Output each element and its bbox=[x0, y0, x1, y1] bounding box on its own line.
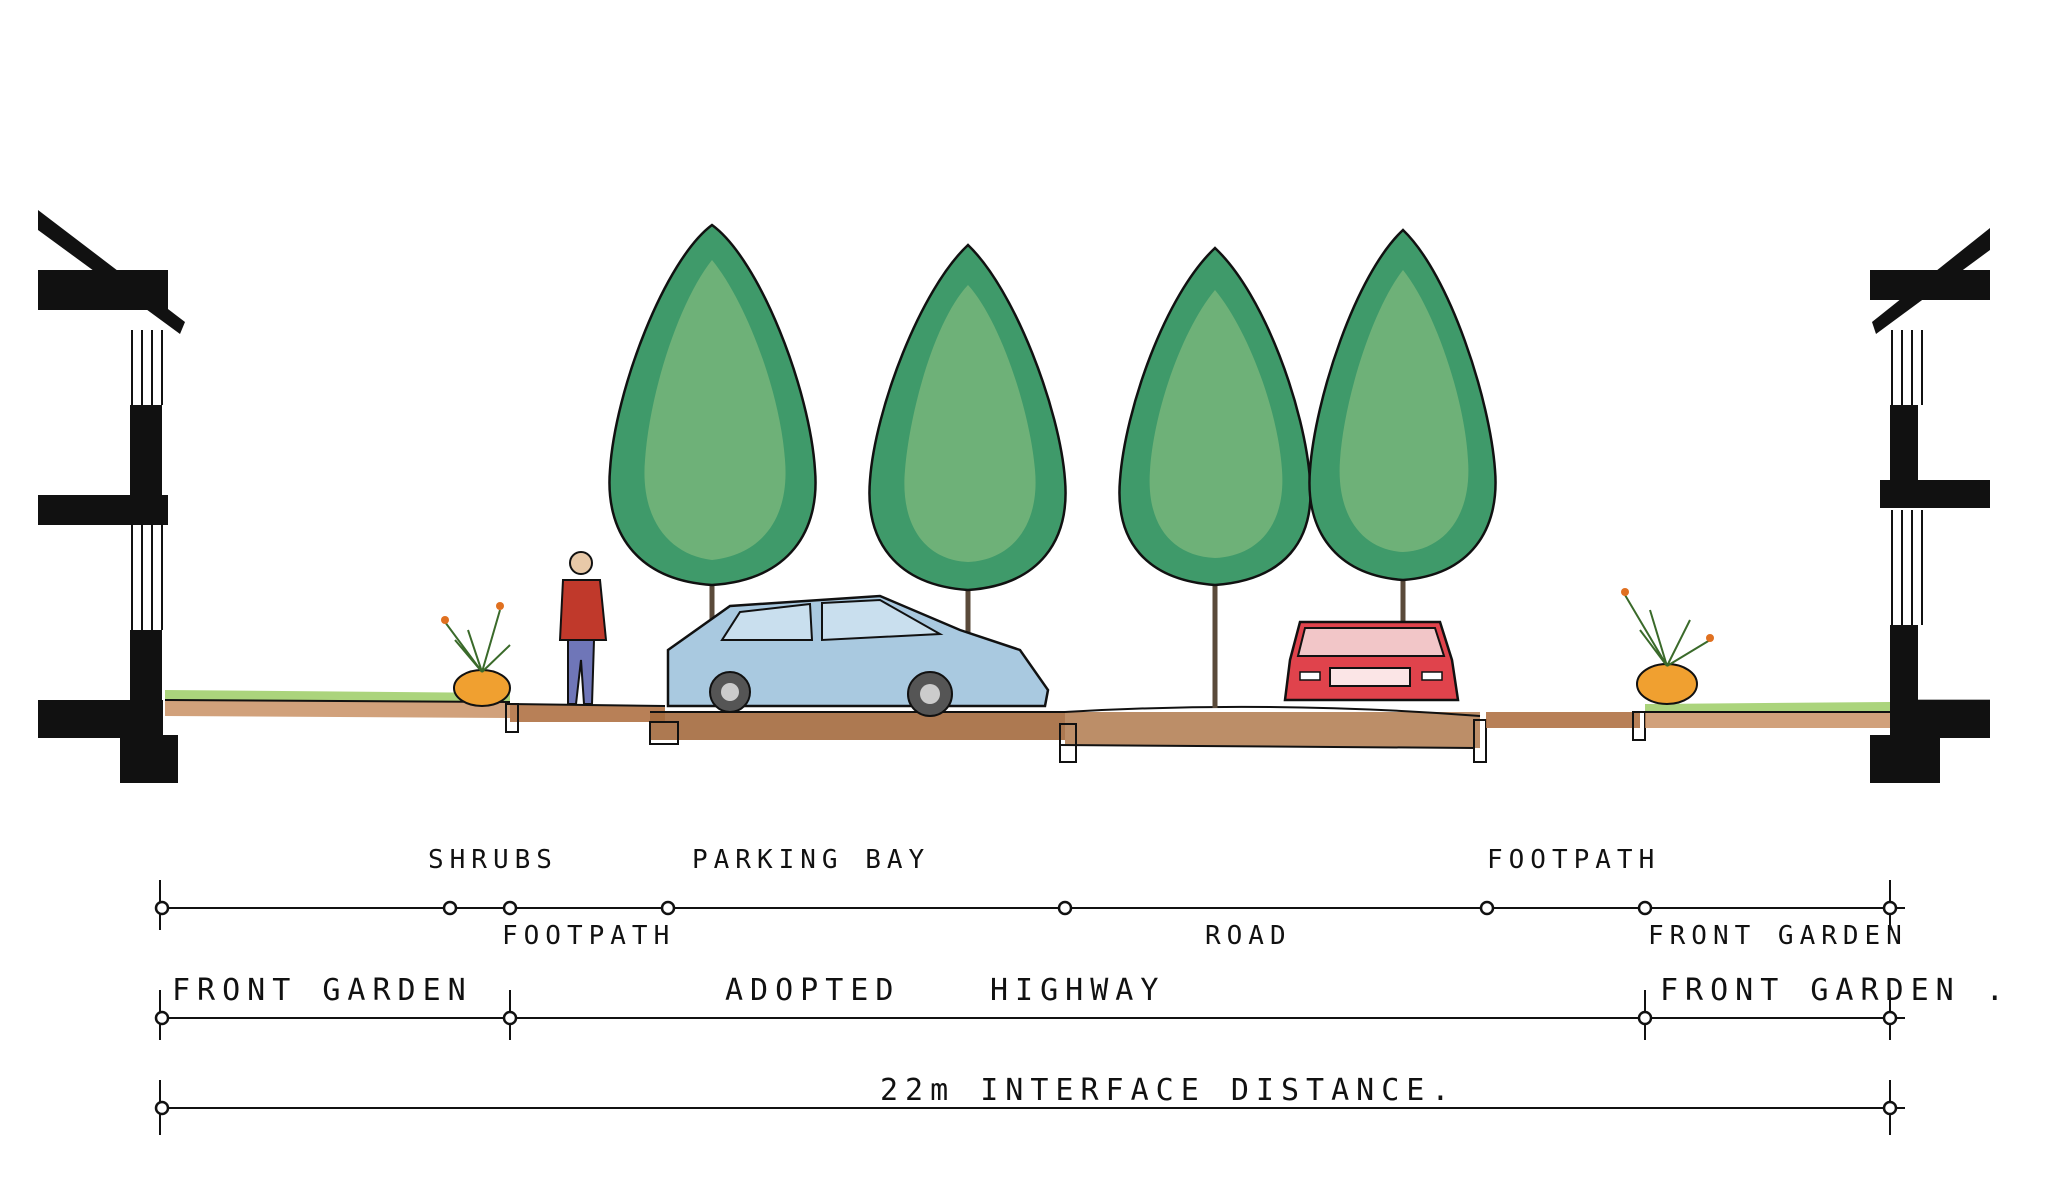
label-front-garden-left: FRONT GARDEN bbox=[172, 973, 473, 1008]
tree-icon bbox=[1118, 246, 1312, 708]
car-icon bbox=[1283, 620, 1460, 702]
shrub-icon bbox=[441, 602, 511, 707]
label-interface-distance: 22m INTERFACE DISTANCE. bbox=[880, 1073, 1456, 1108]
person-icon bbox=[558, 551, 608, 705]
car-icon bbox=[666, 594, 1050, 717]
label-parking-bay: PARKING BAY bbox=[692, 845, 930, 875]
label-footpath-left: FOOTPATH bbox=[502, 921, 675, 951]
label-highway: HIGHWAY bbox=[990, 973, 1165, 1008]
tree-icon bbox=[1308, 228, 1497, 640]
label-adopted: ADOPTED bbox=[725, 973, 900, 1008]
dimension-ticks bbox=[154, 900, 1898, 1116]
tree-icon bbox=[608, 223, 817, 660]
label-front-garden-right: FRONT GARDEN . bbox=[1660, 973, 2011, 1008]
label-shrubs: SHRUBS bbox=[428, 845, 558, 875]
label-road: ROAD bbox=[1205, 921, 1292, 951]
tree-icon bbox=[868, 243, 1067, 640]
ground bbox=[164, 690, 1990, 763]
shrub-icon bbox=[1621, 588, 1714, 705]
house-facade-right-icon bbox=[1870, 228, 1990, 783]
house-facade-left-icon bbox=[38, 210, 185, 783]
label-front-garden-right-top: FRONT GARDEN bbox=[1648, 921, 1908, 951]
label-footpath-right: FOOTPATH bbox=[1487, 845, 1660, 875]
